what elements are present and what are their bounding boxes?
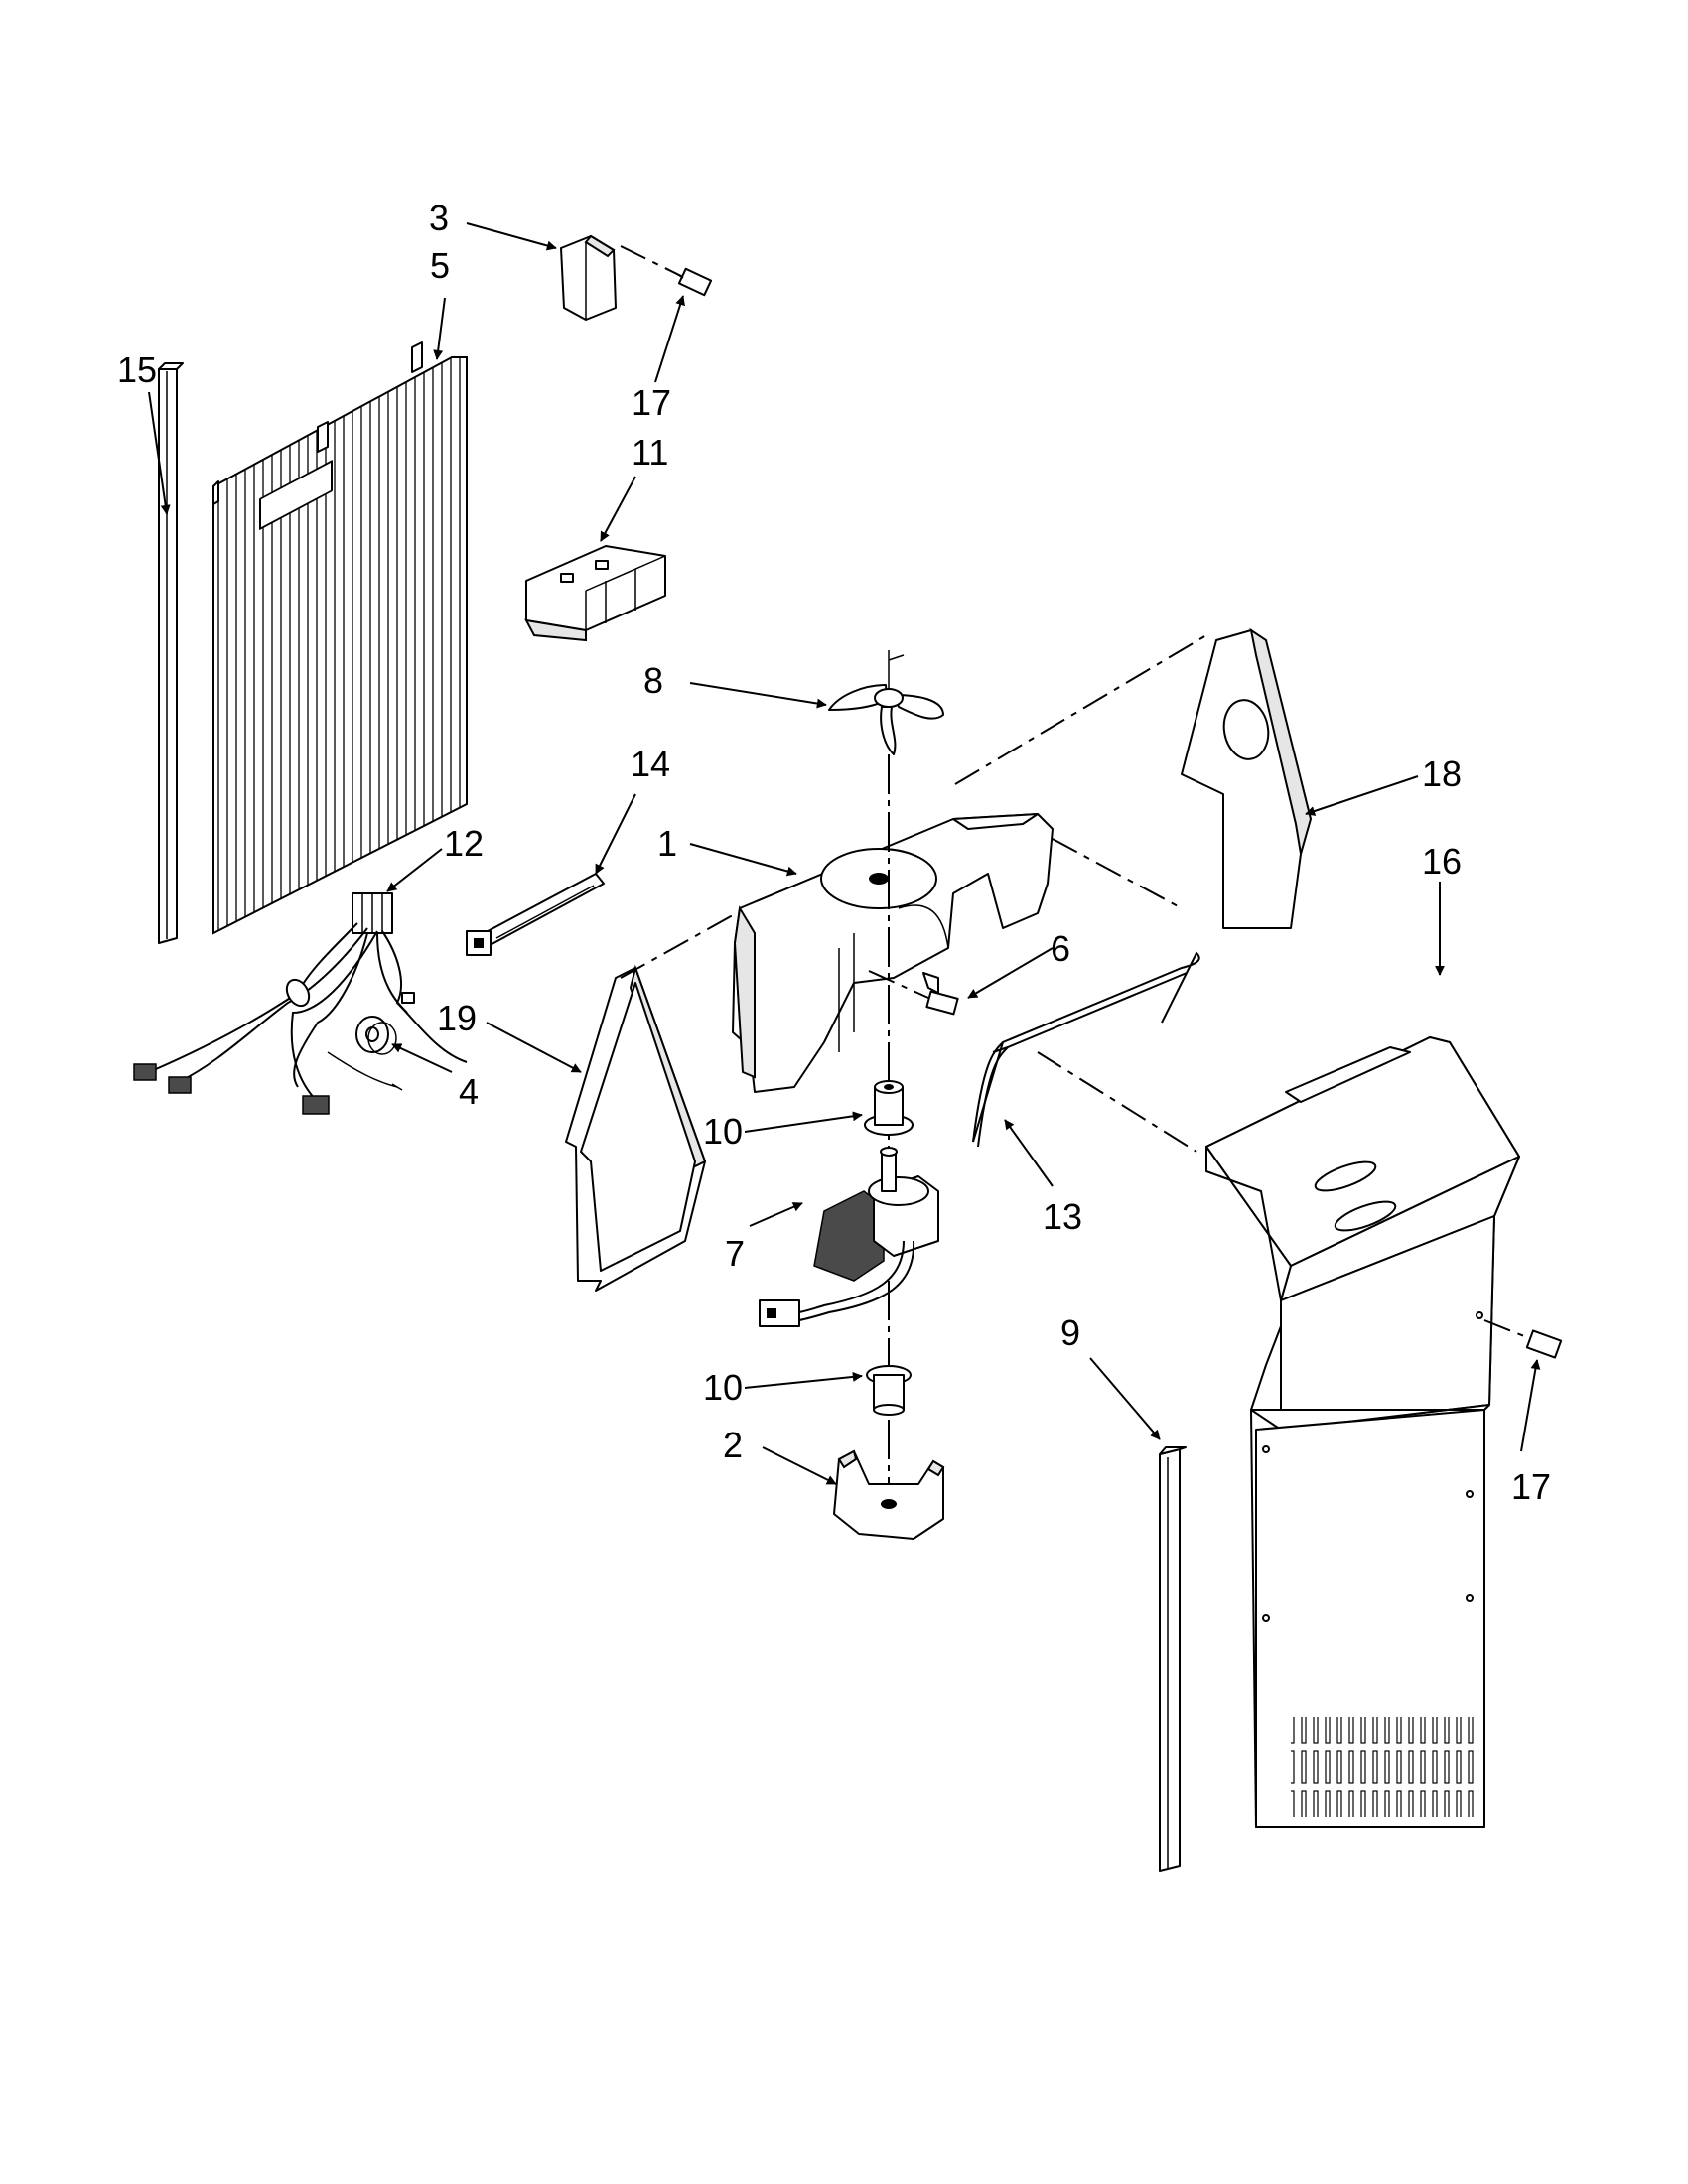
leader-lines <box>148 222 1541 1485</box>
part-9-gasket-strip <box>1159 1446 1187 1872</box>
callout-1: 1 <box>657 823 677 864</box>
callout-6: 6 <box>1051 928 1070 969</box>
part-17-screw-top <box>620 245 713 297</box>
part-17-screw-right <box>1483 1319 1563 1359</box>
part-4-grommet <box>355 1016 397 1055</box>
callout-15: 15 <box>117 349 157 390</box>
part-3-cap <box>560 234 617 321</box>
part-18-right-baffle <box>1181 627 1313 929</box>
part-16-rear-panel <box>1205 1036 1520 1828</box>
part-8-fan-blade <box>828 650 944 755</box>
alignment-line <box>1052 838 1183 909</box>
part-13-wire-rod <box>972 951 1200 1148</box>
callout-2: 2 <box>723 1425 743 1465</box>
alignment-line <box>954 634 1207 785</box>
callout-4: 4 <box>459 1071 479 1112</box>
callout-8: 8 <box>643 660 663 701</box>
part-6-screw <box>868 970 959 1016</box>
callout-13: 13 <box>1043 1196 1082 1237</box>
callout-7: 7 <box>725 1233 745 1274</box>
part-12-wiring-harness <box>133 892 468 1115</box>
callout-12: 12 <box>444 823 484 864</box>
callout-16: 16 <box>1422 841 1462 882</box>
part-10-lower-grommet <box>866 1281 912 1416</box>
callout-10-lower: 10 <box>703 1367 743 1408</box>
part-1-fan-housing <box>732 813 1054 1093</box>
part-7-fan-motor <box>759 1147 939 1327</box>
callout-17-right: 17 <box>1511 1466 1551 1507</box>
part-15-gasket-strip <box>158 362 184 944</box>
callout-3: 3 <box>429 198 449 238</box>
part-2-motor-bracket <box>833 1420 945 1540</box>
part-5-evaporator-cover <box>212 341 468 935</box>
callout-9: 9 <box>1060 1312 1080 1353</box>
part-14-cable-tie <box>466 873 605 956</box>
part-10-upper-grommet <box>864 1080 914 1136</box>
alignment-line <box>1037 1051 1197 1153</box>
part-19-left-baffle <box>565 964 707 1292</box>
alignment-line <box>620 910 741 979</box>
callout-18: 18 <box>1422 753 1462 794</box>
part-11-bracket <box>524 545 666 642</box>
callout-5: 5 <box>430 245 450 286</box>
callout-14: 14 <box>631 744 670 784</box>
callout-19: 19 <box>437 998 477 1038</box>
callout-17: 17 <box>632 382 671 423</box>
callout-labels: 3 5 15 17 11 8 14 1 12 6 19 4 10 7 13 18… <box>117 198 1551 1507</box>
callout-11: 11 <box>632 432 668 473</box>
callout-10-upper: 10 <box>703 1111 743 1152</box>
